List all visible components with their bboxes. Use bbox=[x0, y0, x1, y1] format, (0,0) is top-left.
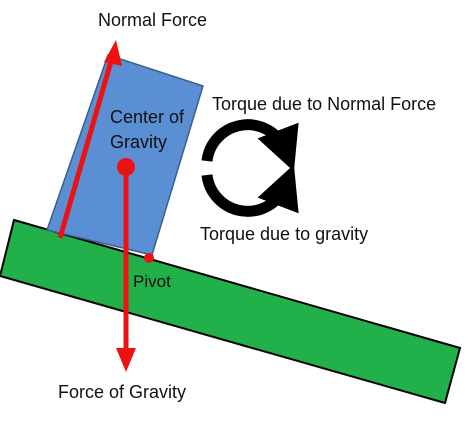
inclined-plane bbox=[0, 218, 462, 405]
torque-normal-label: Torque due to Normal Force bbox=[212, 94, 436, 114]
center-of-gravity-label-line1: Center of bbox=[110, 107, 185, 127]
torque-gravity-label: Torque due to gravity bbox=[200, 224, 368, 244]
torque-gravity-arrow bbox=[201, 164, 299, 217]
normal-force-label: Normal Force bbox=[98, 10, 207, 30]
torque-normal-arrow bbox=[201, 119, 299, 172]
gravity-force-arrowhead bbox=[116, 348, 136, 372]
normal-force-arrowhead bbox=[104, 40, 122, 66]
center-of-gravity-label-line2: Gravity bbox=[110, 132, 167, 152]
force-of-gravity-label: Force of Gravity bbox=[58, 382, 186, 402]
normal-force-arrow bbox=[57, 57, 115, 239]
pivot-dot bbox=[144, 253, 154, 263]
center-of-gravity-dot bbox=[117, 158, 135, 176]
pivot-label: Pivot bbox=[133, 272, 171, 291]
